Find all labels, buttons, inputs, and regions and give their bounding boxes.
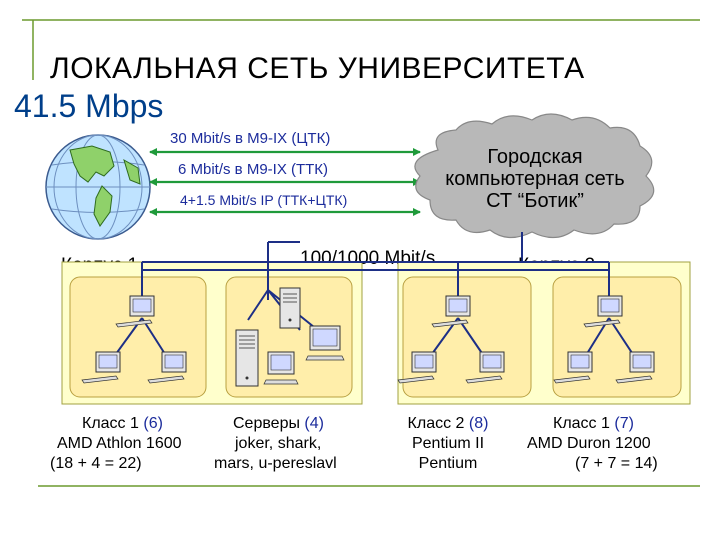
cloud-label: Городская компьютерная сеть СТ “Ботик”: [425, 146, 645, 212]
group-total: Pentium: [418, 455, 478, 472]
workstation-icon: [583, 295, 623, 328]
group-count: (6): [143, 415, 163, 432]
workstation-icon: [147, 351, 187, 384]
server-monitor-icon: [263, 351, 299, 385]
workstation-icon: [553, 351, 593, 384]
cloud-shape: [414, 113, 655, 239]
group-name: Серверы: [233, 415, 300, 432]
cloud-line-3: СТ “Ботик”: [486, 190, 584, 212]
group-name: Класс 1: [82, 415, 139, 432]
link-label-1: 30 Mbit/s в M9-IX (ЦТК): [170, 130, 331, 147]
workstation-icon: [397, 351, 437, 384]
link-label-2: 6 Mbit/s в M9-IX (ТТК): [178, 161, 329, 178]
server-monitor-icon: [305, 325, 345, 361]
total-speed: 41.5 Mbps: [14, 88, 164, 124]
group-detail: Pentium II: [411, 435, 485, 452]
group-count: (4): [304, 415, 324, 432]
group-count: (7): [614, 415, 634, 432]
caption-servers: Серверы (4) joker, shark, mars, u-peresl…: [210, 414, 337, 474]
workstation-icon: [115, 295, 155, 328]
workstation-icon: [465, 351, 505, 384]
cloud-line-2: компьютерная сеть: [445, 168, 625, 190]
page-title: ЛОКАЛЬНАЯ СЕТЬ УНИВЕРСИТЕТА: [50, 52, 585, 85]
group-detail: joker, shark,: [235, 435, 322, 452]
globe-icon: [45, 134, 151, 240]
workstation-icon: [431, 295, 471, 328]
server-tower-icon: [235, 329, 259, 387]
workstation-icon: [615, 351, 655, 384]
group-detail: AMD Duron 1200: [527, 435, 651, 452]
caption-class-2: Класс 2 (8) Pentium II Pentium: [398, 414, 498, 474]
group-name: Класс 2: [407, 415, 465, 432]
group-name: Класс 1: [553, 415, 610, 432]
server-tower-icon: [279, 287, 301, 329]
group-total: (18 + 4 = 22): [50, 455, 142, 472]
workstation-icon: [81, 351, 121, 384]
group-total: (7 + 7 = 14): [575, 455, 658, 472]
group-total: mars, u-pereslavl: [214, 455, 337, 472]
group-detail: AMD Athlon 1600: [57, 435, 182, 452]
caption-class-1-b: Класс 1 (7) AMD Duron 1200 (7 + 7 = 14): [525, 414, 658, 474]
cloud-line-1: Городская: [487, 146, 583, 168]
group-count: (8): [468, 415, 489, 432]
caption-class-1: Класс 1 (6) AMD Athlon 1600 (18 + 4 = 22…: [42, 414, 182, 474]
link-label-3: 4+1.5 Mbit/s IP (ТТК+ЦТК): [180, 192, 348, 208]
